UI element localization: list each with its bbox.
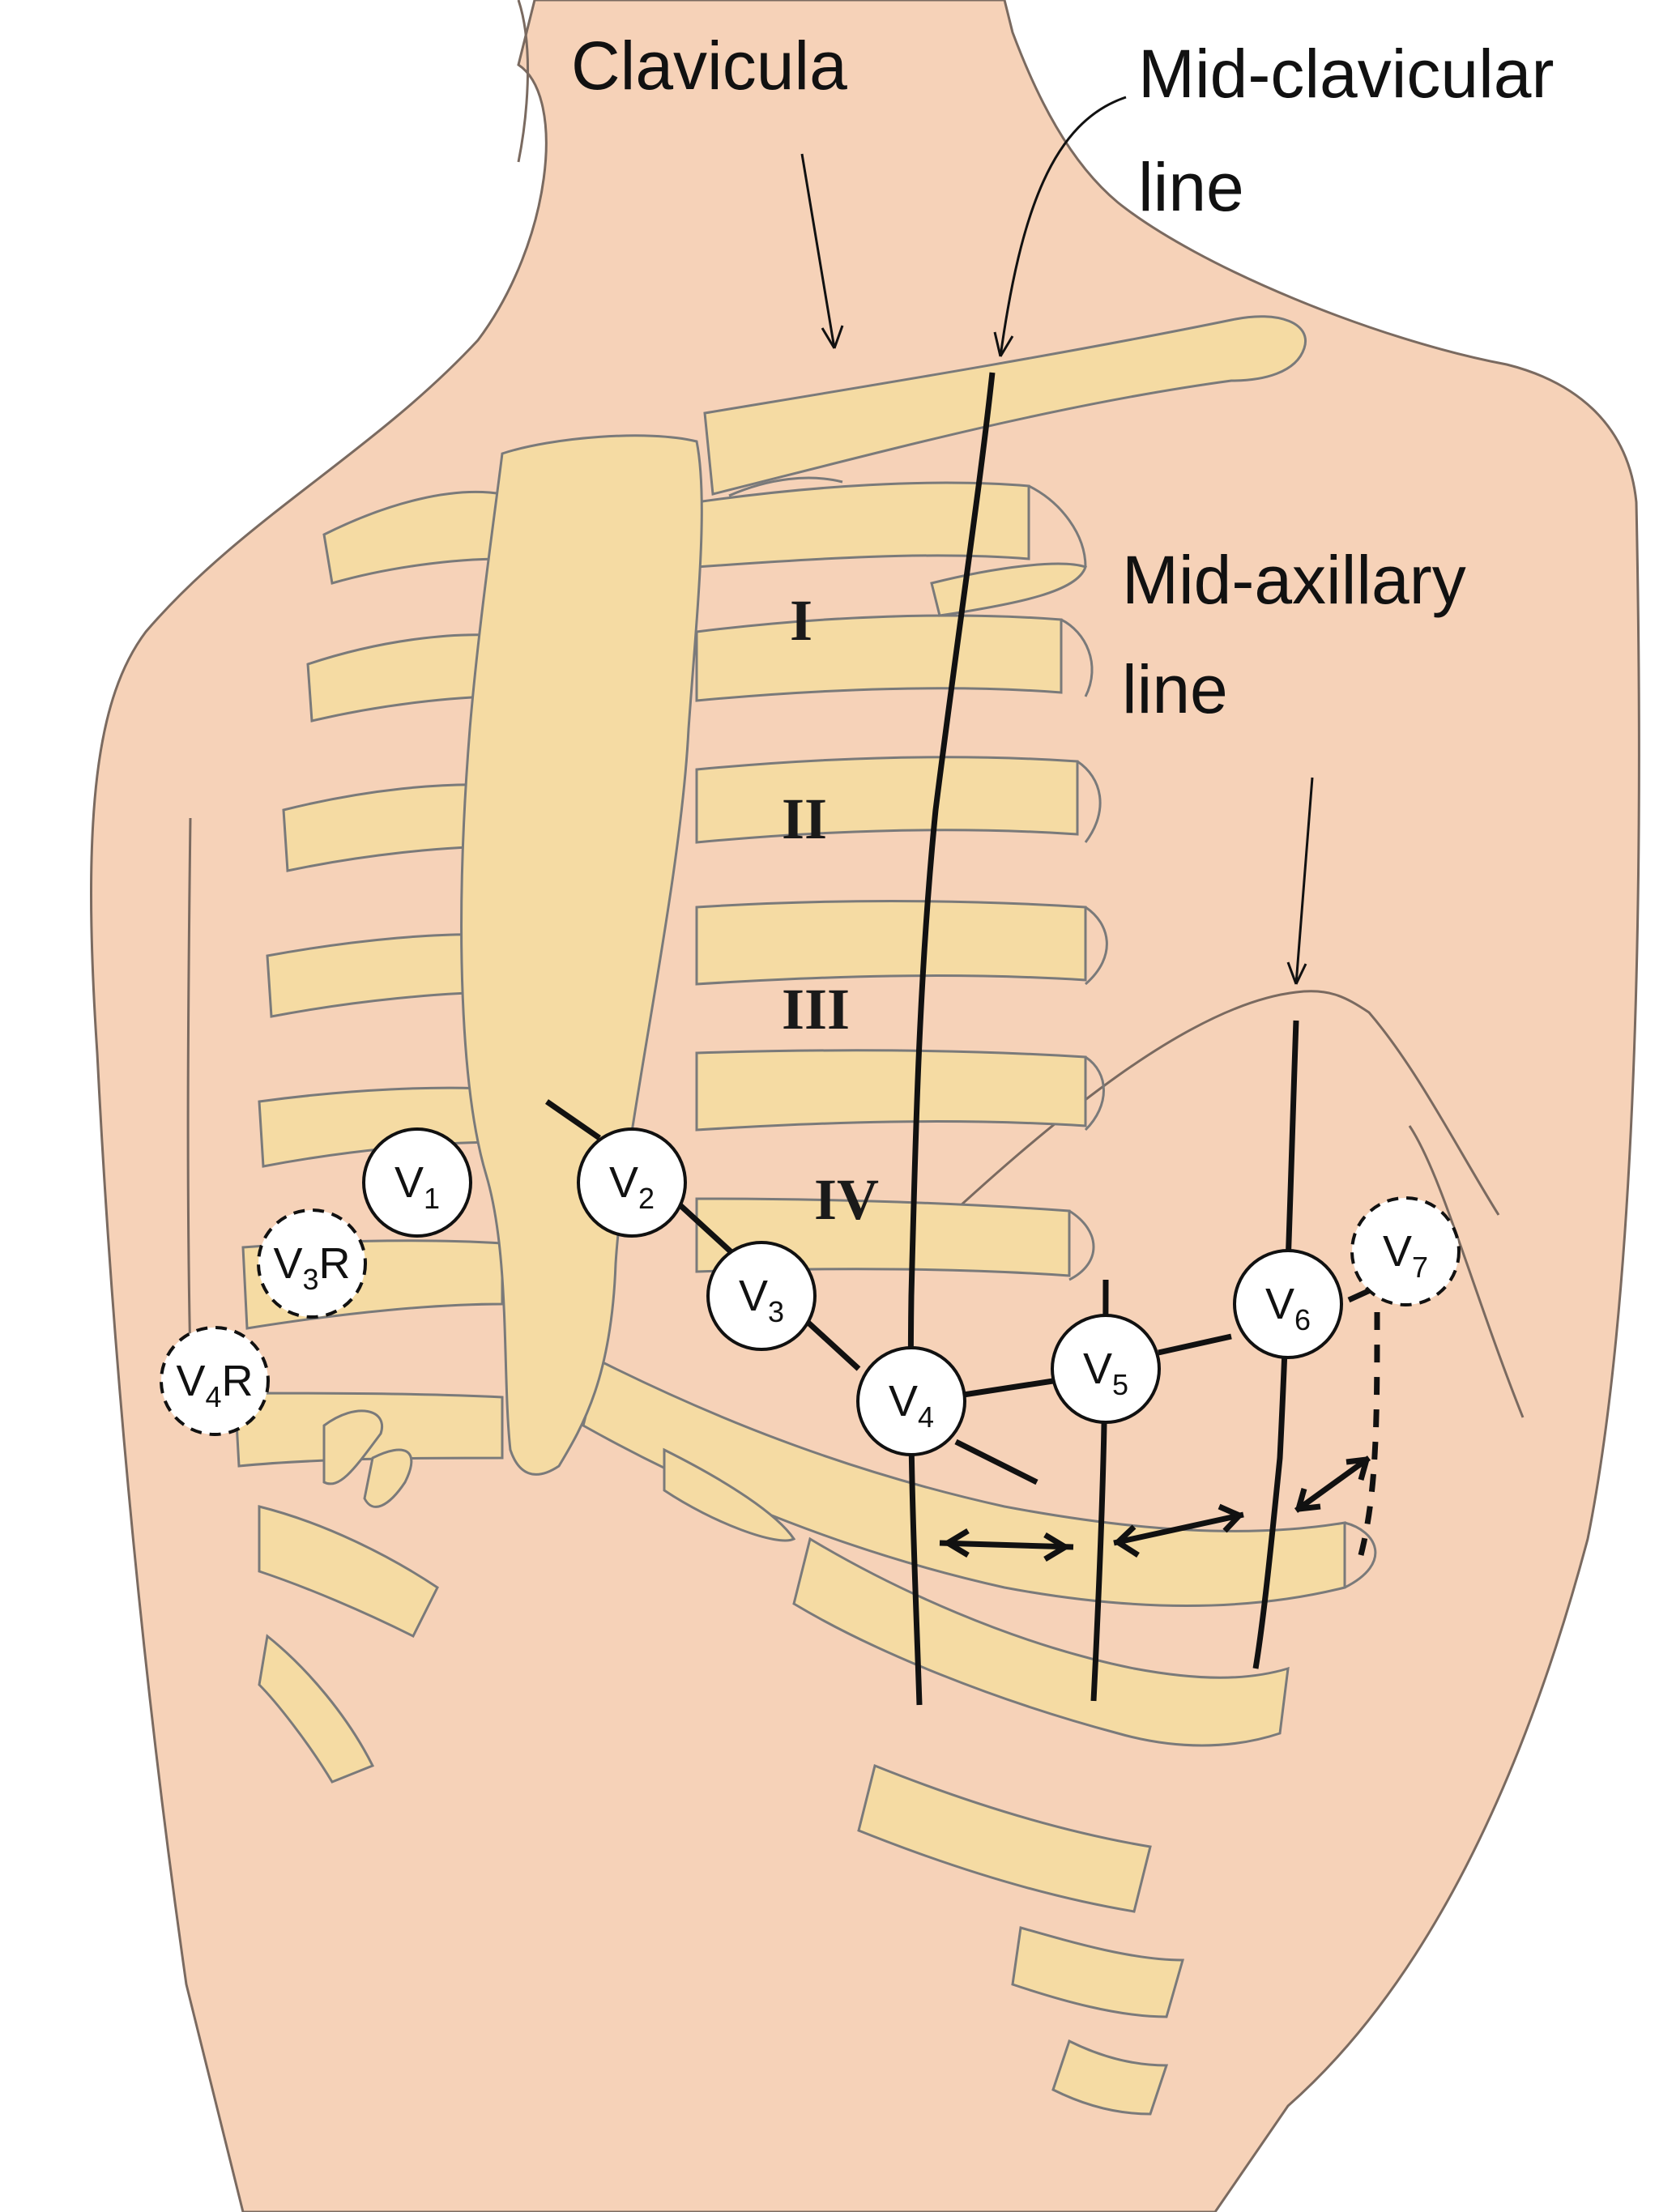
- clavicula-label: Clavicula: [571, 28, 847, 104]
- intercostal-space-4: IV: [814, 1167, 879, 1232]
- electrode-v2[interactable]: V2: [577, 1127, 687, 1238]
- mid-axillary-label: Mid-axillary: [1122, 542, 1466, 618]
- intercostal-space-2: II: [782, 786, 827, 851]
- electrode-v3[interactable]: V3: [706, 1241, 817, 1351]
- v7-dashed-line: [1358, 1311, 1380, 1556]
- svg-text:V3R: V3R: [273, 1239, 350, 1296]
- mid-clavicular-label: Mid-clavicular: [1138, 36, 1554, 112]
- sternum-bone: [460, 434, 703, 1476]
- electrode-v4[interactable]: V4: [856, 1346, 966, 1456]
- electrode-v4r[interactable]: V4R: [160, 1326, 270, 1436]
- mid-axillary-label-line: line: [1122, 651, 1228, 727]
- svg-text:V4: V4: [889, 1377, 934, 1434]
- svg-text:V6: V6: [1265, 1280, 1311, 1336]
- svg-text:V3: V3: [739, 1272, 784, 1328]
- svg-text:V5: V5: [1083, 1345, 1128, 1401]
- intercostal-space-1: I: [790, 588, 812, 653]
- mid-axillary-pointer: [1294, 777, 1314, 985]
- clavicula-pointer: [800, 153, 836, 349]
- svg-text:V4R: V4R: [176, 1357, 253, 1413]
- electrode-v3r[interactable]: V3R: [257, 1208, 367, 1319]
- mid-clavicular-label-line: line: [1138, 149, 1244, 225]
- intercostal-space-3: III: [782, 977, 850, 1042]
- rib-cage: [233, 481, 1346, 2116]
- clavicle-bone: [703, 315, 1307, 496]
- electrode-v5[interactable]: V5: [1051, 1314, 1161, 1424]
- electrode-v6[interactable]: V6: [1233, 1249, 1343, 1359]
- electrode-v7[interactable]: V7: [1350, 1196, 1461, 1306]
- arrow-v4-v5: [939, 1540, 1074, 1550]
- svg-text:V7: V7: [1383, 1227, 1428, 1284]
- v2-v4-line: [545, 1099, 601, 1140]
- mid-axillary-guide-line: [1252, 1020, 1299, 1669]
- arrow-v6-v7: [1294, 1455, 1371, 1513]
- mid-clavicular-guide-line: [907, 372, 996, 1706]
- svg-text:V2: V2: [609, 1158, 655, 1215]
- right-arm-line: [186, 817, 193, 1394]
- svg-text:V1: V1: [394, 1158, 440, 1215]
- arrow-v5-v6: [1113, 1511, 1244, 1546]
- left-arm-line: [1408, 1125, 1525, 1418]
- mid-clavicular-pointer: [999, 96, 1127, 357]
- electrode-v1[interactable]: V1: [362, 1127, 472, 1238]
